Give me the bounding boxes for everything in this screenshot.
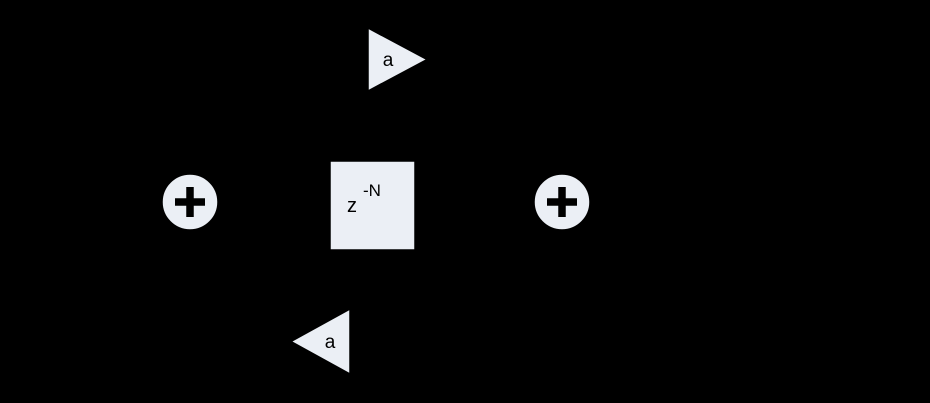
gain-top-label: a [383, 50, 394, 71]
adder-left [161, 173, 219, 231]
delay-block: z -N [329, 160, 416, 251]
gain-block-top: a [367, 26, 429, 93]
delay-base-label: z [347, 195, 357, 217]
gain-triangle-right-icon [367, 26, 429, 93]
adder-right [533, 173, 591, 231]
plus-icon [175, 187, 205, 217]
delay-exponent-label: -N [363, 181, 381, 200]
gain-bottom-label: a [325, 332, 336, 353]
plus-icon [547, 187, 577, 217]
gain-triangle-left-icon [289, 307, 351, 376]
gain-block-bottom: a [289, 307, 351, 376]
delay-square [329, 160, 416, 251]
